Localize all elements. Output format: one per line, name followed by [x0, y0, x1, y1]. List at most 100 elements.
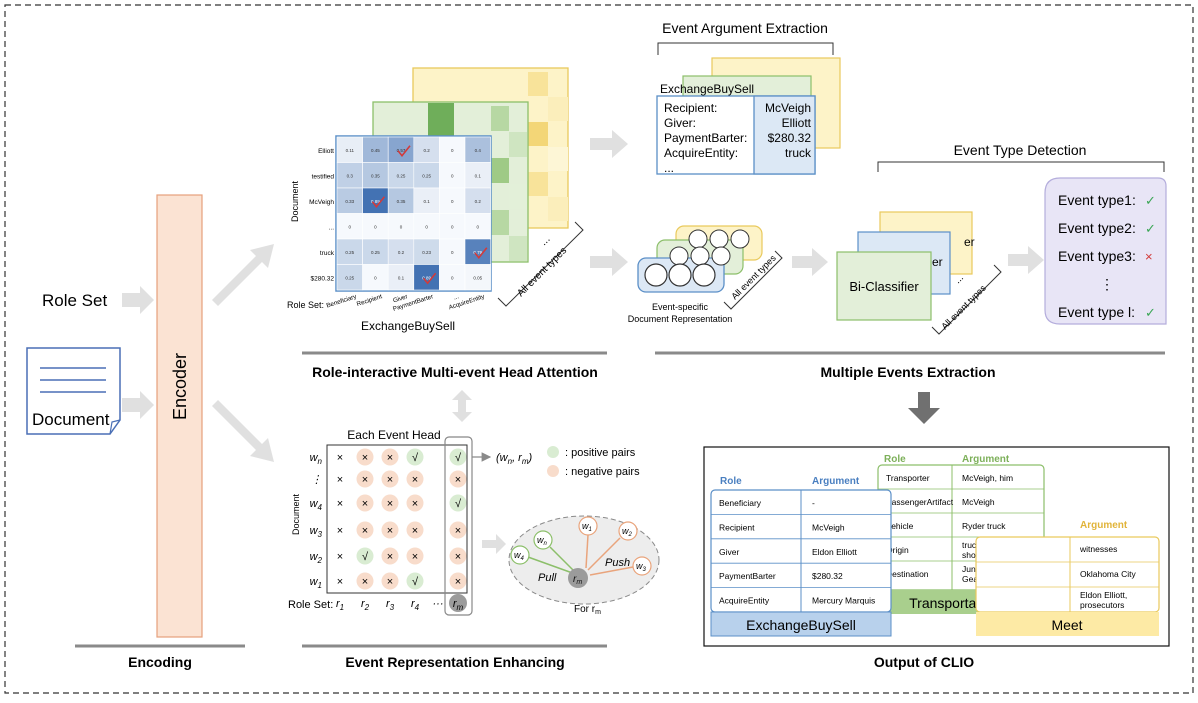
exchange-arg: McVeigh	[812, 522, 845, 532]
heatmap-cell	[413, 162, 440, 189]
exchange-header-role: Role	[720, 476, 742, 487]
heatmap-value: 0.25	[422, 173, 431, 178]
grid-cell-mark: ×	[455, 474, 461, 486]
repr-circle	[692, 263, 716, 287]
heatmap-value: 0.25	[397, 173, 406, 178]
meet-arg: Oklahoma City	[1080, 569, 1136, 579]
positive-pair	[449, 448, 467, 466]
grid-cell-mark: ×	[455, 551, 461, 563]
yellow-layer-cells	[528, 72, 568, 221]
grid-cell-mark: ×	[337, 452, 343, 464]
classifier-yellow-fragment: er	[964, 235, 975, 249]
double-arrow-vertical	[452, 390, 472, 422]
heatmap-cell	[439, 162, 466, 189]
exchange-role: Beneficiary	[719, 498, 762, 508]
heatmap-cell	[439, 187, 466, 214]
grid-cell-mark: ×	[387, 551, 393, 563]
argument-value: Elliott	[782, 116, 812, 130]
argument-role: AcquireEntity:	[664, 146, 738, 160]
grid-cell-mark: √	[412, 576, 419, 588]
heatmap-value: 0.25	[371, 250, 380, 255]
heatmap-cell	[464, 213, 491, 240]
rm-node	[568, 568, 588, 588]
section-encoding: Encoding	[128, 654, 192, 670]
heatmap-cell	[387, 162, 415, 189]
grid-cell-mark: ×	[412, 551, 418, 563]
exchange-arg: Eldon Elliott	[812, 547, 858, 557]
green-cell	[491, 210, 509, 235]
heatmap-col-label: Beneficiary	[326, 293, 359, 310]
heatmap-value: 0	[451, 148, 454, 153]
heatmap-value: 0.79	[473, 250, 482, 255]
negative-pair	[406, 521, 424, 539]
svg-text:w2: w2	[622, 526, 633, 538]
heatmap-cell	[464, 264, 491, 291]
event-type-list: Event type1:✓Event type2:✓Event type3:×⋮…	[1058, 192, 1156, 320]
arrow-encoder-ere	[212, 400, 274, 462]
heatmap-cell	[413, 213, 440, 240]
heatmap-value: 0.57	[397, 148, 406, 153]
section-rmha: Role-interactive Multi-event Head Attent…	[312, 364, 598, 380]
legend-positive-swatch	[547, 446, 559, 458]
negative-pair	[356, 470, 374, 488]
heatmap-col-label: Recipient	[356, 293, 383, 308]
positive-pair	[449, 494, 467, 512]
heatmap-value: 0.45	[371, 148, 380, 153]
grid-cell-mark: ×	[337, 474, 343, 486]
arrow-roleset-encoder	[122, 286, 154, 314]
exchange-role: AcquireEntity	[719, 596, 770, 606]
classifier-blue-fragment: er	[932, 255, 943, 269]
section-ere: Event Representation Enhancing	[345, 654, 564, 670]
repr-circle	[688, 229, 708, 249]
heatmap-value: 0	[451, 224, 454, 229]
w3-node	[632, 556, 652, 576]
grid-col-label: r2	[361, 598, 370, 612]
wn-node	[533, 530, 553, 550]
grid-cell-mark: √	[455, 452, 462, 464]
negative-pair	[449, 572, 467, 590]
heatmap-col-label: ...	[453, 293, 460, 301]
svg-text:w4: w4	[514, 550, 525, 562]
transport-arg: Ryder truck	[962, 521, 1006, 531]
heatmap-dots: ...	[538, 233, 553, 248]
event-type-label: Event type l:	[1058, 304, 1135, 320]
arrow-encoder-rmha	[212, 244, 274, 306]
heatmap-document-axis: Document	[290, 180, 300, 222]
grid-cell-mark: ×	[387, 474, 393, 486]
exchange-role: PaymentBarter	[719, 571, 776, 581]
heatmap-value: 0	[451, 199, 454, 204]
repr-circle	[644, 263, 668, 287]
transport-header-role: Role	[884, 454, 906, 465]
heatmap-value: 0.1	[423, 199, 430, 204]
grid-cell-mark: ×	[412, 474, 418, 486]
arrow-classifier-types	[1008, 246, 1044, 274]
heatmap-cell	[336, 162, 363, 189]
outer-frame	[4, 4, 1194, 694]
heatmap-row-label: ...	[329, 224, 335, 231]
heatmap-value: 0.1	[398, 275, 405, 280]
grid-cell-mark: ×	[362, 474, 368, 486]
grid-cell-mark: √	[455, 498, 462, 510]
heatmap-value: 0	[425, 224, 428, 229]
pull-push-graph: rm wn w4 w1 w2 w3	[510, 516, 652, 588]
grid-cell-mark: √	[362, 551, 369, 563]
grid-roleset-prefix: Role Set:	[288, 599, 333, 611]
rm-column-highlight	[444, 436, 473, 616]
yellow-cell	[548, 147, 568, 171]
event-type-label: Event type1:	[1058, 192, 1136, 208]
event-type-mark: ✓	[1145, 193, 1156, 208]
transport-role: Origin	[886, 545, 909, 555]
exchange-title-bar	[710, 611, 892, 637]
grid-cell-mark: ×	[412, 525, 418, 537]
arrow-rmha-argument	[590, 130, 628, 158]
green-cell-dark	[428, 103, 454, 136]
positive-pair	[356, 547, 374, 565]
heatmap-value: 0.2	[398, 250, 405, 255]
heatmap-value: 0.05	[473, 275, 482, 280]
heatmap-cell	[387, 136, 415, 163]
argument-value-column	[753, 95, 816, 175]
heatmap-cell	[362, 136, 389, 163]
heatmap-col-label: Giver	[392, 293, 408, 304]
meet-title-bar	[976, 612, 1159, 636]
transport-role: Destination	[886, 569, 929, 579]
